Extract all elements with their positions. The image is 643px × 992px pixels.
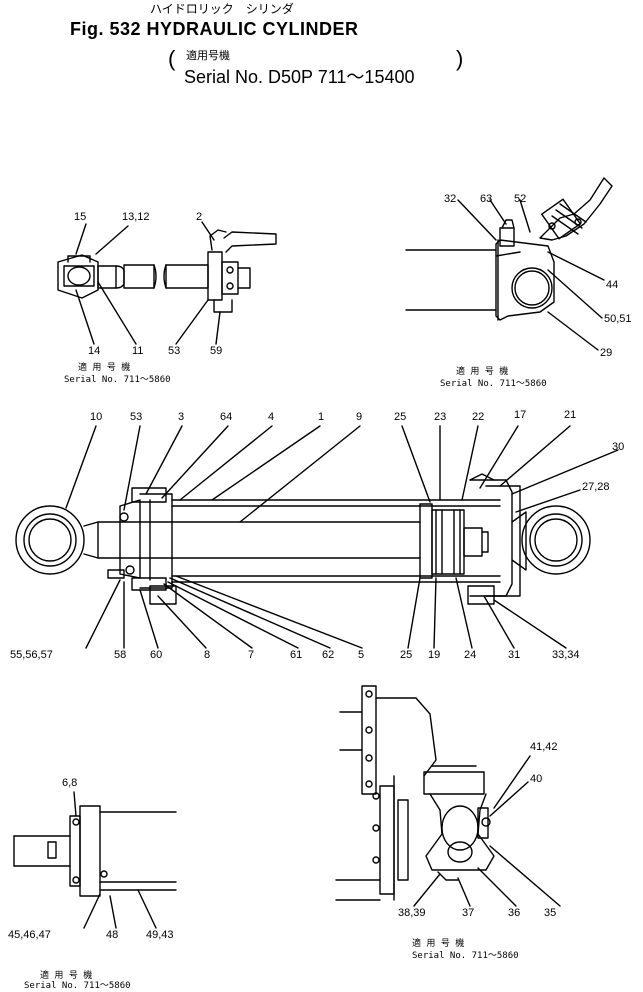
callout-label: 13,12 [122,211,150,223]
callout-label: 29 [600,347,613,359]
japanese-title: ハイドロリック シリンダ [150,2,294,16]
serial-number-range: Serial No. D50P 711～15400 [184,67,415,87]
applicable-note-serial: Serial No. 711～5860 [440,379,547,389]
japanese-applicable-label: 適用号機 [186,49,230,62]
detail-mounting-bracket [335,685,561,907]
callout-label: 14 [88,345,101,357]
callout-label: 7 [248,649,255,661]
callout-label: 15 [74,211,87,223]
callout-label: 36 [508,907,521,919]
callout-label: 4 [268,411,275,423]
callout-label: 62 [322,649,335,661]
callout-label: 30 [612,441,625,453]
callout-label: 49,43 [146,929,174,941]
applicable-note-serial: Serial No. 711～5860 [64,375,171,385]
callout-label: 31 [508,649,521,661]
main-cylinder-assembly [15,425,619,649]
callout-label: 1 [318,411,325,423]
callout-label: 64 [220,411,233,423]
applicable-note-serial: Serial No. 711～5860 [412,951,519,961]
callout-label: 53 [130,411,143,423]
callout-label: 48 [106,929,119,941]
serial-paren-close: ) [456,46,464,71]
detail-rod-end-view [57,221,277,345]
callout-label: 22 [472,411,485,423]
callout-label: 23 [434,411,447,423]
applicable-note-jp: 適 用 号 機 [40,971,93,981]
callout-label: 9 [356,411,363,423]
applicable-note-jp: 適 用 号 機 [412,939,465,949]
callout-label: 50,51 [604,313,632,325]
callout-label: 53 [168,345,181,357]
callout-label: 35 [544,907,557,919]
callout-label: 63 [480,193,493,205]
callout-label: 21 [564,409,577,421]
callout-label: 44 [606,279,619,291]
callout-label: 27,28 [582,481,610,493]
callout-label: 25 [400,649,413,661]
callout-label: 25 [394,411,407,423]
callout-label: 40 [530,773,543,785]
detail-bottom-end-view [405,177,613,351]
callout-label: 55,56,57 [10,649,53,661]
callout-label: 6,8 [62,777,78,789]
callout-label: 24 [464,649,477,661]
callout-label: 11 [132,345,144,357]
callout-label: 59 [210,345,223,357]
callout-label: 45,46,47 [8,929,51,941]
callout-label: 41,42 [530,741,558,753]
callout-label: 58 [114,649,127,661]
applicable-note-serial: Serial No. 711～5860 [24,981,131,991]
callout-label: 61 [290,649,303,661]
callout-label: 19 [428,649,441,661]
callout-label: 37 [462,907,475,919]
callout-label: 32 [444,193,457,205]
detail-head-side-view [13,791,177,929]
callout-label: 33,34 [552,649,580,661]
applicable-note-jp: 適 用 号 機 [78,363,131,373]
callout-label: 8 [204,649,211,661]
callout-label: 3 [178,411,185,423]
callout-label: 17 [514,409,527,421]
callout-label: 60 [150,649,163,661]
callout-label: 10 [90,411,103,423]
callout-label: 38,39 [398,907,426,919]
callout-label: 2 [196,211,203,223]
serial-paren-open: ( [168,46,176,71]
applicable-note-jp: 適 用 号 機 [456,367,509,377]
callout-label: 5 [358,649,365,661]
figure-title: Fig. 532 HYDRAULIC CYLINDER [70,19,359,39]
callout-label: 52 [514,193,527,205]
